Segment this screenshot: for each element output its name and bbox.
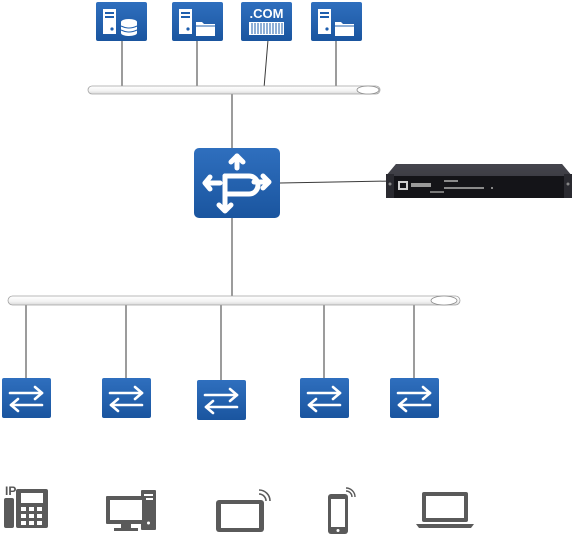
connection-lines xyxy=(25,39,415,380)
top-bus xyxy=(87,85,381,95)
switch-icon xyxy=(102,378,151,418)
switch-icon xyxy=(300,378,349,418)
desktop-pc-icon xyxy=(106,490,156,531)
tablet-icon xyxy=(216,489,271,532)
bottom-bus xyxy=(7,295,461,306)
dotcom-label: .COM xyxy=(250,6,284,21)
web-server-icon: .COM xyxy=(241,2,292,41)
switch-icon xyxy=(390,378,439,418)
link-server-3 xyxy=(263,39,269,89)
switch-icon xyxy=(197,380,246,420)
router-icon xyxy=(194,148,280,218)
ip-phone-icon: IP xyxy=(4,484,48,528)
file-server-icon xyxy=(311,2,362,41)
smartphone-icon xyxy=(328,487,356,534)
laptop-icon xyxy=(416,492,474,528)
file-server-icon xyxy=(172,2,223,41)
switch-icon xyxy=(2,378,51,418)
rack-appliance xyxy=(386,164,572,198)
database-server-icon xyxy=(96,2,147,41)
link-router-appliance xyxy=(279,180,393,184)
ip-label: IP xyxy=(5,484,16,498)
